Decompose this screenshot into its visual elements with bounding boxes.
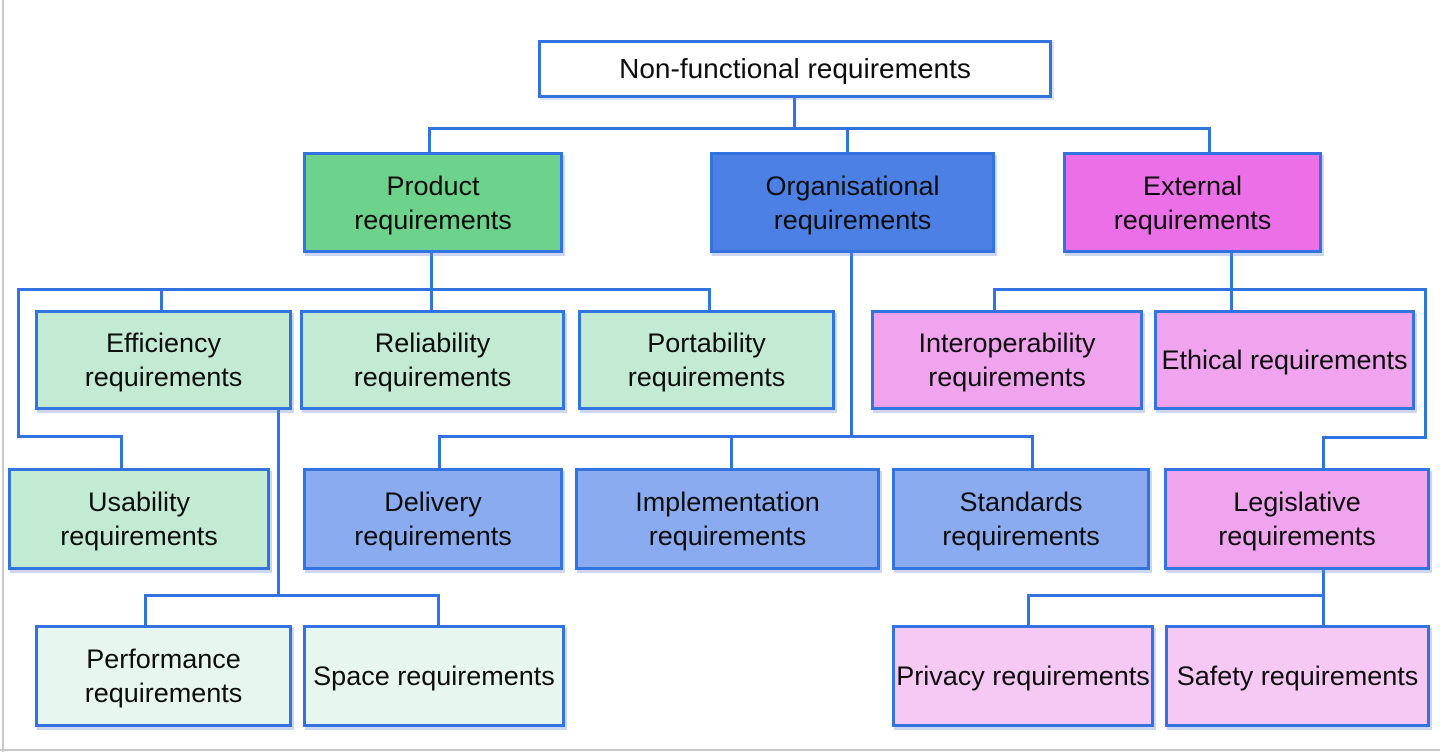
node-interoperability-requirements: Interoperability requirements [871,310,1143,410]
connector-drop-privacy [1027,594,1030,628]
node-performance-requirements: Performance requirements [35,625,292,727]
node-safety-requirements: Safety requirements [1165,625,1430,727]
node-label: Performance requirements [84,644,243,708]
connector-efficiency-children-hbar [144,594,440,597]
connector-legislative-stem [1322,570,1325,628]
connector-drop-efficiency [160,288,163,313]
node-product-requirements: Product requirements [303,152,563,253]
connector-drop-portability [708,288,711,313]
connector-drop-external [1208,127,1211,155]
connector-product-stem [430,253,433,291]
node-standards-requirements: Standards requirements [892,468,1150,570]
connector-usability-vline [17,288,20,438]
connector-root-children-hbar [428,127,1211,130]
node-delivery-requirements: Delivery requirements [303,468,563,570]
node-privacy-requirements: Privacy requirements [892,625,1154,727]
canvas-left-edge [2,0,4,752]
node-label: External requirements [1113,170,1272,235]
connector-drop-implementation [730,435,733,471]
connector-organisational-children-hbar [438,435,1034,438]
connector-external-stem [1230,253,1233,313]
connector-legislative-jog [1322,436,1427,439]
node-organisational-requirements: Organisational requirements [710,152,995,253]
node-external-requirements: External requirements [1063,152,1322,253]
node-reliability-requirements: Reliability requirements [300,310,565,410]
node-label: Reliability requirements [353,328,512,392]
node-usability-requirements: Usability requirements [8,468,270,570]
node-implementation-requirements: Implementation requirements [575,468,880,570]
connector-product-children-hbar [17,288,711,291]
node-portability-requirements: Portability requirements [578,310,835,410]
node-label: Portability requirements [627,328,786,392]
node-non-functional-requirements: Non-functional requirements [538,40,1052,98]
node-label: Organisational requirements [765,170,940,235]
connector-drop-delivery [438,435,441,471]
connector-legislative-drop [1322,436,1325,471]
node-label: Space requirements [313,661,555,691]
node-label: Non-functional requirements [619,53,971,84]
canvas-bottom-edge [0,749,1440,751]
connector-drop-interoperability [993,288,996,313]
connector-drop-standards [1031,435,1034,471]
connector-efficiency-stem [277,410,280,597]
connector-drop-organisational [846,127,849,155]
connector-legislative-children-hbar [1027,594,1325,597]
connector-drop-space [437,594,440,628]
connector-external-children-hbar [993,288,1427,291]
node-label: Legislative requirements [1218,487,1376,551]
connector-usability-drop [120,435,123,471]
node-label: Delivery requirements [354,487,512,551]
node-label: Privacy requirements [896,661,1150,691]
node-efficiency-requirements: Efficiency requirements [35,310,292,410]
connector-drop-reliability [430,288,433,313]
node-label: Safety requirements [1176,661,1419,691]
node-space-requirements: Space requirements [303,625,565,727]
node-label: Ethical requirements [1161,345,1408,375]
connector-root-stem [793,97,796,130]
node-label: Interoperability requirements [918,328,1096,392]
node-label: Efficiency requirements [84,328,243,392]
node-label: Usability requirements [60,487,218,551]
connector-usability-jog [17,435,123,438]
node-legislative-requirements: Legislative requirements [1164,468,1430,570]
node-label: Implementation requirements [635,487,820,551]
node-label: Product requirements [354,170,512,235]
node-label: Standards requirements [942,487,1100,551]
connector-drop-product [428,127,431,155]
connector-legislative-vline [1424,288,1427,439]
node-ethical-requirements: Ethical requirements [1154,310,1415,410]
connector-organisational-stem [850,253,853,438]
connector-drop-performance [144,594,147,628]
